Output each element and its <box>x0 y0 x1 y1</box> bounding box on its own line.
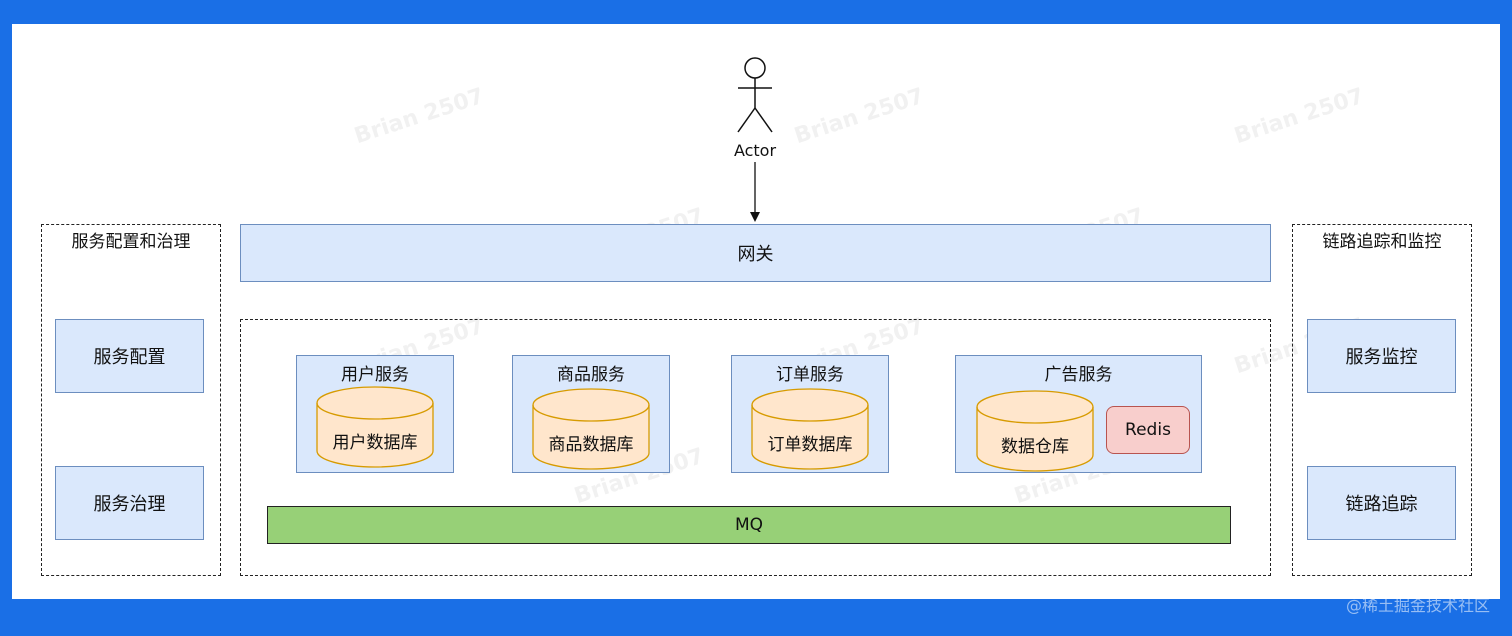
watermark: Brian 2507 <box>351 83 488 150</box>
product-service-title: 商品服务 <box>557 365 625 385</box>
left-group-title: 服务配置和治理 <box>71 232 191 252</box>
right-group: 链路追踪和监控 <box>1292 224 1472 576</box>
arrow-actor-to-gateway <box>750 162 760 222</box>
actor-label: Actor <box>733 141 777 160</box>
gateway-label: 网关 <box>737 244 774 265</box>
trace-box: 链路追踪 <box>1307 466 1456 540</box>
left-group: 服务配置和治理 <box>41 224 221 576</box>
service-monitor-label: 服务监控 <box>1345 347 1418 368</box>
ad-service-title: 广告服务 <box>1044 365 1113 385</box>
product-db-label: 商品数据库 <box>548 435 634 455</box>
footer-watermark: @稀土掘金技术社区 <box>1345 596 1490 615</box>
data-warehouse-label: 数据仓库 <box>1001 437 1069 457</box>
service-governance-label: 服务治理 <box>93 494 166 515</box>
redis-box: Redis <box>1106 406 1190 454</box>
user-db: 用户数据库 <box>316 386 434 468</box>
database-icon <box>976 390 1094 472</box>
service-monitor-box: 服务监控 <box>1307 319 1456 393</box>
diagram-canvas: Brian 2507 Brian 2507 Brian 2507 Brian 2… <box>12 24 1500 599</box>
order-service-title: 订单服务 <box>776 365 844 385</box>
service-governance-box: 服务治理 <box>55 466 204 540</box>
product-db: 商品数据库 <box>532 388 650 470</box>
watermark: Brian 2507 <box>791 83 928 150</box>
order-db-label: 订单数据库 <box>767 435 853 455</box>
services-container <box>240 319 1271 576</box>
trace-label: 链路追踪 <box>1345 494 1418 515</box>
watermark: Brian 2507 <box>1231 83 1368 150</box>
database-icon <box>532 388 650 470</box>
service-config-box: 服务配置 <box>55 319 204 393</box>
user-service-title: 用户服务 <box>341 365 409 385</box>
user-db-label: 用户数据库 <box>332 433 418 453</box>
order-db: 订单数据库 <box>751 388 869 470</box>
actor-icon <box>737 57 773 133</box>
redis-label: Redis <box>1125 420 1171 440</box>
database-icon <box>316 386 434 468</box>
database-icon <box>751 388 869 470</box>
right-group-title: 链路追踪和监控 <box>1322 232 1442 252</box>
service-config-label: 服务配置 <box>93 347 166 368</box>
gateway-box: 网关 <box>240 224 1271 282</box>
mq-bar: MQ <box>267 506 1231 544</box>
data-warehouse-db: 数据仓库 <box>976 390 1094 472</box>
mq-label: MQ <box>734 515 764 535</box>
